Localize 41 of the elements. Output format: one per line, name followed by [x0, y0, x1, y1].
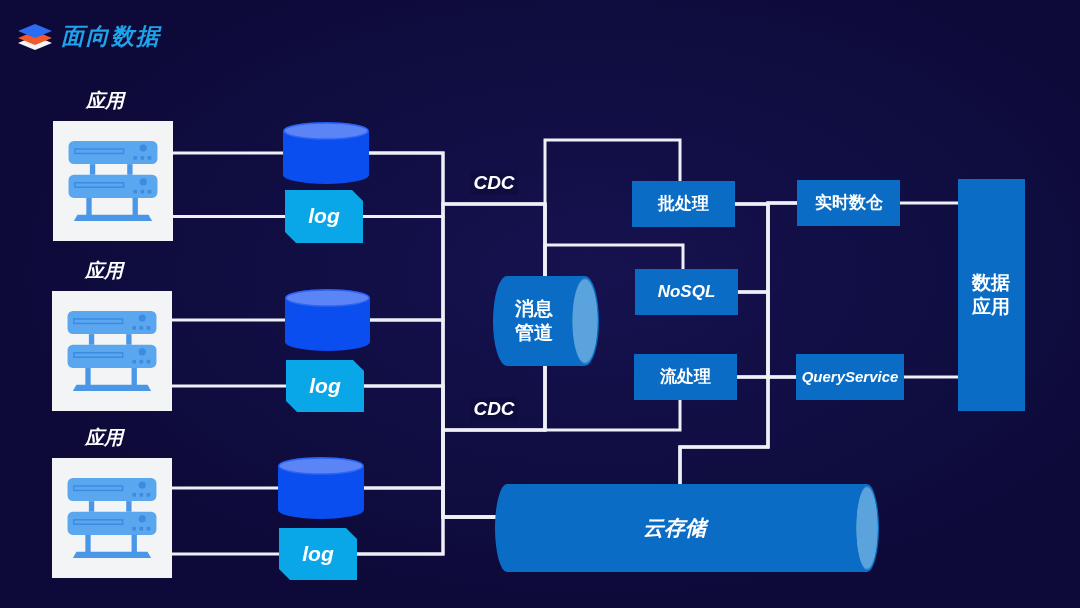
node-label: log [308, 203, 340, 230]
database-cylinder [285, 289, 370, 351]
node-label: NoSQL [657, 281, 716, 303]
node-heading: 应用 [85, 427, 123, 450]
connector-line [678, 375, 770, 484]
process-box [632, 181, 735, 227]
process-box [635, 269, 738, 315]
node-heading: 应用 [86, 90, 124, 113]
process-box [796, 354, 904, 400]
connector-line [543, 243, 685, 276]
edge-label: CDC [470, 171, 518, 195]
log-file-tag [279, 528, 357, 580]
message-queue-cylinder [493, 276, 599, 366]
node-label: 批处理 [658, 193, 709, 215]
connector-line [172, 552, 279, 556]
log-file-tag [285, 190, 363, 243]
node-label: log [302, 540, 334, 567]
node-label: QueryService [801, 367, 899, 387]
connector-line [173, 215, 285, 218]
connector-line [172, 486, 278, 490]
database-cylinder [283, 122, 369, 184]
node-label: 消息管道 [514, 297, 554, 345]
connector-line [904, 375, 958, 379]
process-box [797, 180, 900, 226]
node-label: log [309, 372, 341, 399]
application-panel [958, 179, 1025, 411]
page-title: 面向数据 [61, 23, 161, 51]
node-label: 流处理 [660, 366, 711, 388]
connector-line [172, 384, 286, 388]
connector-line [900, 201, 958, 205]
node-heading: 应用 [85, 260, 123, 283]
connector-line [173, 151, 283, 155]
edge-label: CDC [470, 397, 518, 421]
node-label: 数据应用 [971, 271, 1012, 319]
connector-line [543, 366, 682, 432]
storage-cylinder [495, 484, 879, 572]
process-box [634, 354, 737, 400]
node-label: 实时数仓 [814, 192, 883, 214]
log-file-tag [286, 360, 364, 412]
database-cylinder [278, 457, 364, 519]
connector-line [172, 318, 285, 322]
